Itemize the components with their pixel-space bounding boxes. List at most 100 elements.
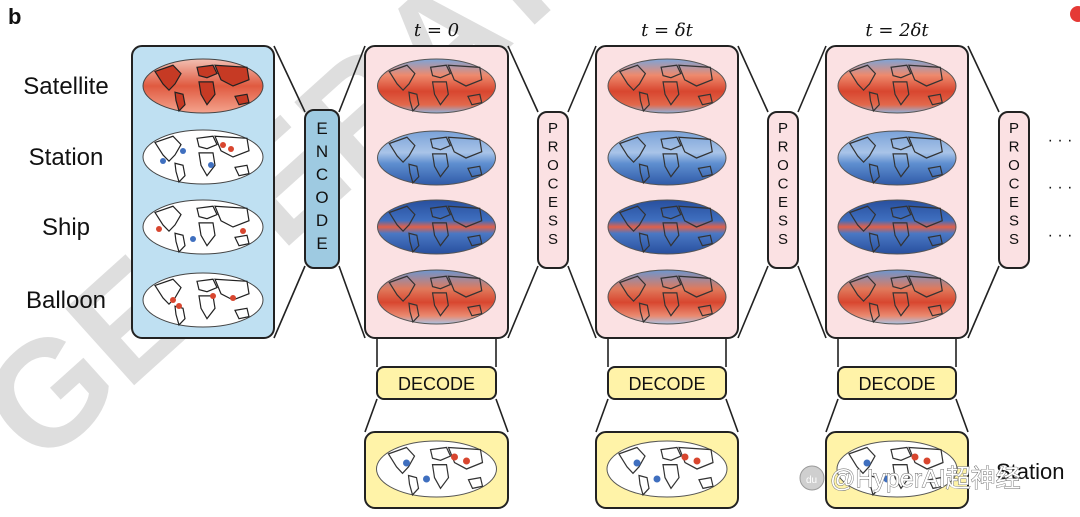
- continent-outline: [907, 205, 943, 228]
- continent-outline: [196, 64, 218, 79]
- continent-outline: [174, 91, 186, 113]
- continent-outline: [429, 275, 452, 290]
- continent-outline: [868, 91, 880, 113]
- hyperai-watermark: du @HyperAI超神经: [799, 465, 1021, 493]
- decode-label: DECODE: [398, 374, 475, 394]
- process-letter: O: [1008, 157, 1020, 174]
- decode-box: [837, 366, 957, 400]
- connector-line: [273, 265, 306, 339]
- continent-outline: [892, 292, 910, 317]
- process-frame: [998, 111, 1030, 269]
- continent-outline: [927, 93, 943, 106]
- process-letter: O: [547, 157, 559, 174]
- process-letter: O: [777, 157, 789, 174]
- continent-outline: [660, 205, 682, 220]
- observation-point: [230, 295, 236, 301]
- output-label: Station: [996, 459, 1065, 484]
- continent-outline: [196, 135, 218, 150]
- continent-outline: [868, 302, 880, 324]
- continent-outline: [234, 164, 250, 177]
- state-map: [607, 58, 727, 114]
- observation-point: [863, 459, 871, 467]
- continent-outline: [927, 165, 943, 178]
- continent-outline: [154, 205, 182, 233]
- continent-outline: [907, 64, 943, 87]
- connector-line: [273, 45, 306, 113]
- connector-line: [725, 398, 739, 433]
- continent-outline: [408, 163, 420, 185]
- continent-outline: [234, 307, 250, 320]
- edge-marker: [1070, 6, 1080, 22]
- observation-point: [156, 226, 162, 232]
- observation-point: [451, 453, 458, 461]
- connector-line: [955, 398, 969, 433]
- state-panel: [825, 45, 969, 339]
- panel-label: b: [8, 4, 21, 29]
- state-panel: [595, 45, 739, 339]
- input-label-balloon: Balloon: [26, 287, 106, 314]
- observation-point: [463, 457, 470, 465]
- continent-outline: [618, 64, 647, 92]
- continent-outline: [429, 136, 452, 151]
- continent-outline: [234, 93, 250, 106]
- process-letter: S: [778, 231, 788, 248]
- continent-outline: [927, 304, 943, 317]
- continent-outline: [618, 275, 647, 303]
- process-frame: [537, 111, 569, 269]
- continent-outline: [618, 446, 646, 475]
- observation-point: [210, 293, 216, 299]
- continent-outline: [892, 153, 910, 178]
- observation-point: [208, 162, 214, 168]
- process-letter: C: [548, 176, 559, 193]
- continent-outline: [431, 464, 450, 490]
- observation-point: [403, 459, 410, 467]
- continent-outline: [662, 292, 680, 317]
- connector-line: [507, 45, 539, 113]
- state-map: [607, 130, 727, 186]
- continent-outline: [890, 64, 912, 79]
- continent-outline: [431, 81, 449, 106]
- continent-outline: [431, 222, 449, 247]
- encode-letter: N: [316, 142, 328, 161]
- continent-outline: [662, 464, 680, 490]
- continent-outline: [198, 81, 216, 106]
- continent-outline: [868, 232, 880, 254]
- continent-outline: [174, 305, 186, 327]
- observation-point: [883, 475, 891, 483]
- map-frame: [142, 199, 264, 255]
- time-label: t = 2δt: [865, 20, 929, 41]
- continent-outline: [407, 474, 420, 497]
- continuation-ellipsis: · · ·: [1048, 227, 1073, 244]
- connector-line: [967, 265, 1000, 339]
- continent-outline: [214, 135, 250, 158]
- continent-outline: [662, 153, 680, 178]
- continent-outline: [677, 275, 713, 298]
- continent-outline: [196, 278, 218, 293]
- continent-outline: [660, 64, 682, 79]
- continent-outline: [154, 64, 182, 92]
- continent-outline: [660, 446, 682, 462]
- process-letter: S: [548, 213, 558, 230]
- continent-outline: [848, 446, 876, 475]
- encode-letter: D: [316, 211, 328, 230]
- continent-outline: [848, 136, 877, 164]
- observation-point: [923, 457, 931, 465]
- continent-outline: [868, 163, 880, 185]
- continent-outline: [408, 302, 420, 324]
- output-map: [376, 440, 497, 498]
- input-map-satellite: [142, 58, 264, 114]
- continent-outline: [447, 205, 483, 228]
- observation-point: [220, 142, 226, 148]
- connector-line: [797, 265, 827, 339]
- input-label-station: Station: [29, 144, 104, 171]
- state-map: [377, 199, 496, 255]
- continent-outline: [618, 136, 647, 164]
- continent-outline: [677, 205, 713, 228]
